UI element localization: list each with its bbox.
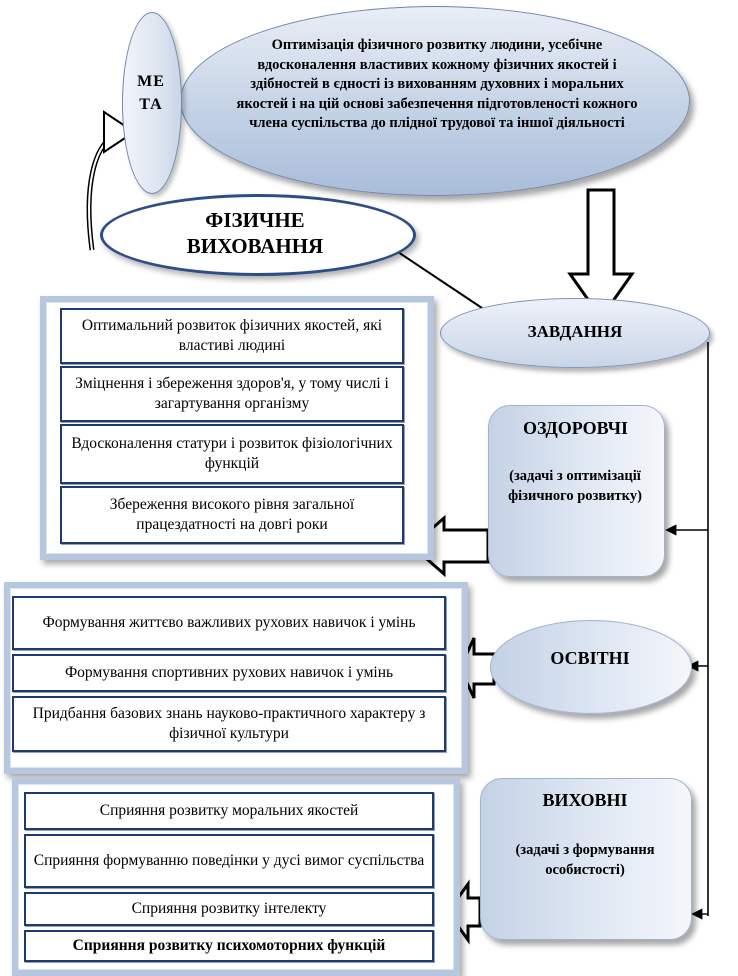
upbringing-category-subtitle: (задачі з формування особистості) xyxy=(515,842,655,878)
upbringing-tasks-panel: Сприяння розвитку моральних якостей Спри… xyxy=(12,778,460,976)
goal-text: Оптимізація фізичного розвитку людини, у… xyxy=(236,37,638,132)
list-item: Сприяння розвитку психомоторних функцій xyxy=(24,930,434,962)
meta-label: МЕТА xyxy=(137,73,165,113)
health-category-title: ОЗДОРОВЧІ xyxy=(522,418,628,438)
physical-education-label: ФІЗИЧНЕ ВИХОВАННЯ xyxy=(186,208,324,258)
tasks-ellipse xyxy=(440,298,710,368)
health-category-box xyxy=(488,405,665,577)
list-item: Збереження високого рівня загальної прац… xyxy=(60,486,404,544)
goal-ellipse xyxy=(180,6,690,196)
educational-category-title: ОСВІТНІ xyxy=(550,648,630,668)
upbringing-category-title: ВИХОВНІ xyxy=(542,790,628,810)
down-arrow-goal-to-tasks xyxy=(567,188,635,321)
health-category-subtitle: (задачі з оптимізації фізичного розвитку… xyxy=(508,468,642,504)
list-item: Сприяння розвитку інтелекту xyxy=(24,892,434,926)
list-item: Формування спортивних рухових навичок і … xyxy=(12,654,446,692)
list-item: Зміцнення і збереження здоров'я, у тому … xyxy=(60,366,404,422)
list-item: Оптимальний розвиток фізичних якостей, я… xyxy=(60,308,404,364)
list-item: Сприяння розвитку моральних якостей xyxy=(24,792,434,830)
tasks-label: ЗАВДАННЯ xyxy=(527,322,623,341)
educational-category-ellipse xyxy=(490,620,692,714)
educational-tasks-panel: Формування життєво важливих рухових нави… xyxy=(4,582,468,774)
physical-education-ellipse xyxy=(100,194,416,276)
health-tasks-panel: Оптимальний розвиток фізичних якостей, я… xyxy=(40,296,434,560)
upbringing-category-box xyxy=(480,778,692,940)
list-item: Вдосконалення статури і розвиток фізіоло… xyxy=(60,424,404,484)
list-item: Сприяння формуванню поведінки у дусі вим… xyxy=(24,834,434,888)
list-item: Формування життєво важливих рухових нави… xyxy=(12,596,446,650)
list-item: Придбання базових знань науково-практичн… xyxy=(12,696,446,752)
meta-ellipse xyxy=(122,12,182,194)
